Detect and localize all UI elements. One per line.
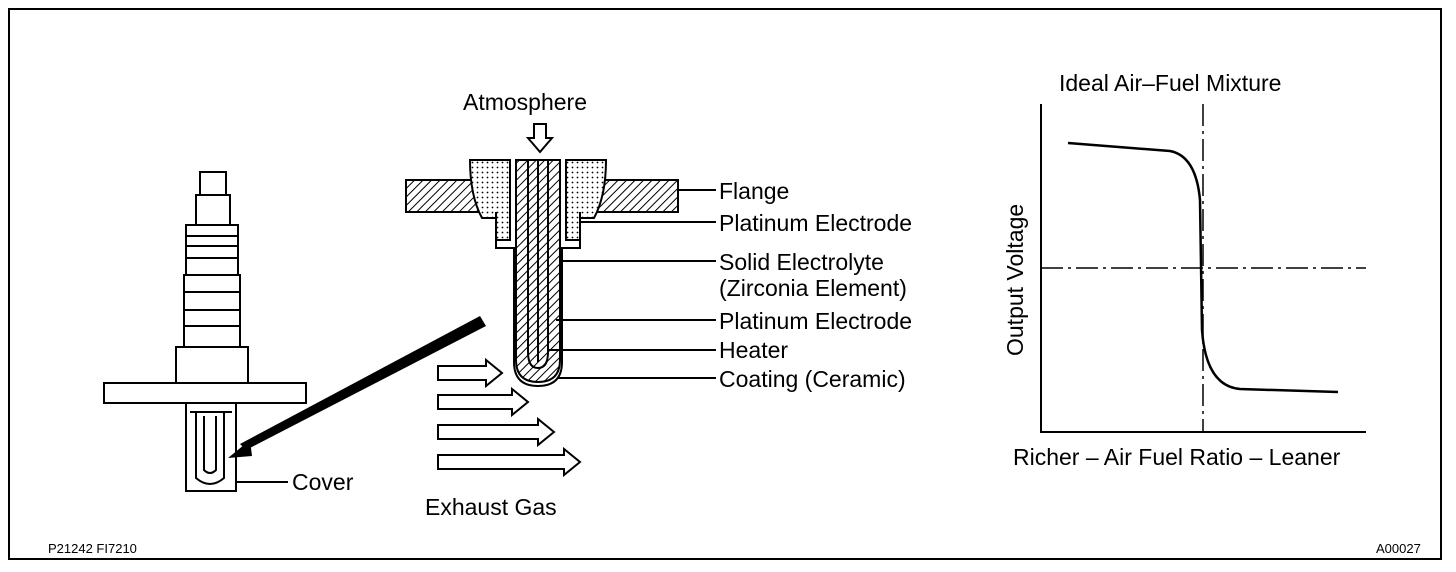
atmosphere-arrow — [525, 123, 555, 154]
solid-electrolyte-label: Solid Electrolyte — [719, 249, 884, 275]
flange-label: Flange — [719, 178, 790, 204]
figure-code-left: P21242 FI7210 — [48, 541, 137, 556]
exhaust-arrows — [437, 357, 582, 478]
voltage-graph — [1040, 104, 1366, 433]
graph-axes — [1040, 104, 1366, 433]
voltage-curve — [1067, 141, 1339, 394]
exhaust-gas-label: Exhaust Gas — [425, 494, 557, 520]
sensor-flange-plate — [103, 382, 307, 404]
sensor-terminal-neck — [195, 194, 231, 226]
zirconia-element-label: (Zirconia Element) — [719, 275, 907, 301]
cross-section — [405, 159, 679, 388]
sensor-cover-shell — [185, 402, 237, 492]
leader-lines — [548, 189, 716, 379]
graph-x-axis-label: Richer – Air Fuel Ratio – Leaner — [1013, 444, 1341, 470]
pointer-arrow — [240, 316, 486, 450]
sensor-upper-body — [185, 224, 239, 276]
heater-label: Heater — [719, 337, 789, 363]
platinum-electrode-outer-label: Platinum Electrode — [719, 210, 913, 236]
platinum-electrode-inner-label: Platinum Electrode — [719, 308, 913, 334]
atmosphere-label: Atmosphere — [463, 89, 588, 115]
graph-y-axis-label: Output Voltage — [1002, 203, 1028, 356]
coating-label: Coating (Ceramic) — [719, 366, 906, 392]
graph-title: Ideal Air–Fuel Mixture — [1059, 70, 1282, 96]
figure-code-right: A00027 — [1376, 541, 1421, 556]
cover-label: Cover — [292, 469, 354, 495]
oxygen-sensor — [103, 171, 307, 492]
sensor-hex — [175, 346, 249, 384]
